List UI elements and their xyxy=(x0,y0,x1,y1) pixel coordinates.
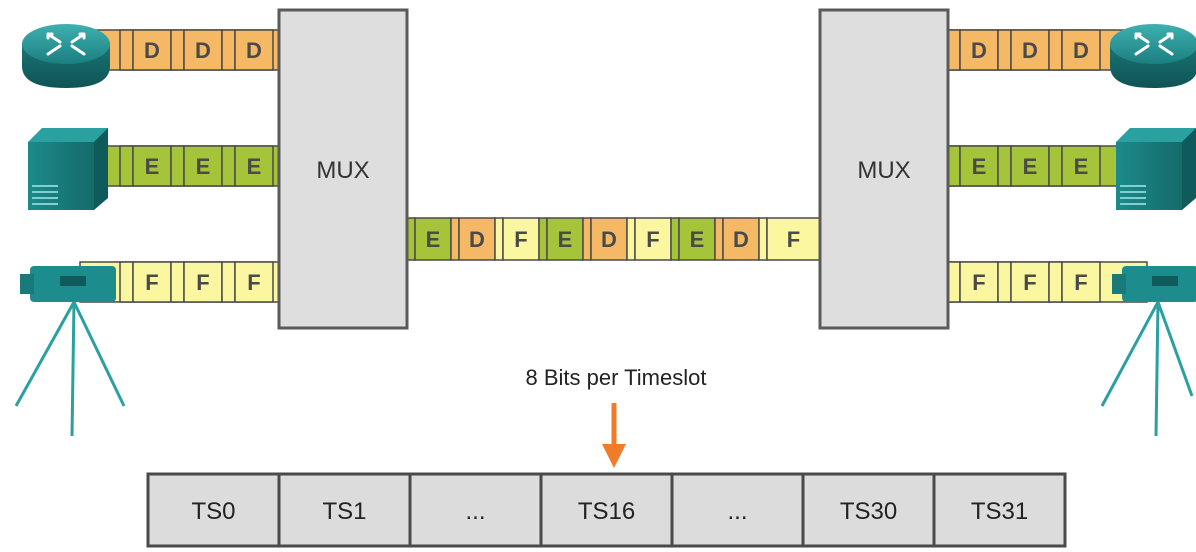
svg-text:F: F xyxy=(247,270,260,295)
svg-text:E: E xyxy=(1023,154,1038,179)
trunk-cell: F xyxy=(634,217,672,261)
timeslot-cell: TS30 xyxy=(801,472,936,548)
svg-text:D: D xyxy=(1022,38,1038,63)
svg-text:F: F xyxy=(196,270,209,295)
mux-left: MUX xyxy=(277,8,409,330)
svg-text:F: F xyxy=(1074,270,1087,295)
trunk-cell: E xyxy=(414,217,452,261)
svg-text:E: E xyxy=(247,154,262,179)
right-stream-cell: E xyxy=(1010,145,1050,187)
svg-text:D: D xyxy=(1073,38,1089,63)
svg-text:D: D xyxy=(195,38,211,63)
svg-text:D: D xyxy=(971,38,987,63)
svg-text:E: E xyxy=(196,154,211,179)
down-arrow-icon xyxy=(602,403,626,468)
mux-left-label: MUX xyxy=(316,157,369,184)
left-stream-rows: D D D E E E F F F xyxy=(79,29,281,303)
left-stream-cell: F xyxy=(183,261,223,303)
svg-text:D: D xyxy=(144,38,160,63)
timeslot-cell: TS16 xyxy=(539,472,674,548)
svg-text:F: F xyxy=(646,227,659,252)
right-stream-cell: D xyxy=(1061,29,1101,71)
camera-icon xyxy=(14,266,126,437)
svg-text:E: E xyxy=(690,227,705,252)
right-stream-cell: E xyxy=(1061,145,1101,187)
right-stream-cell: F xyxy=(1061,261,1101,303)
timeslot-cell: ... xyxy=(670,472,805,548)
svg-text:E: E xyxy=(426,227,441,252)
right-stream-cell: E xyxy=(959,145,999,187)
trunk-cell: F xyxy=(766,217,821,261)
timeslot-label: TS31 xyxy=(971,498,1028,525)
server-icon xyxy=(1116,128,1196,210)
timeslot-cell: TS1 xyxy=(277,472,412,548)
svg-text:E: E xyxy=(1074,154,1089,179)
svg-text:F: F xyxy=(972,270,985,295)
left-stream-cell: E xyxy=(132,145,172,187)
timeslot-label: TS16 xyxy=(578,498,635,525)
svg-text:E: E xyxy=(145,154,160,179)
svg-text:F: F xyxy=(1023,270,1036,295)
svg-text:D: D xyxy=(601,227,617,252)
timeslot-label: ... xyxy=(727,498,747,525)
left-stream-cell: D xyxy=(132,29,172,71)
left-stream-cell: E xyxy=(183,145,223,187)
left-stream-cell: D xyxy=(234,29,274,71)
svg-text:E: E xyxy=(972,154,987,179)
left-stream-cell: F xyxy=(234,261,274,303)
right-stream-cell: F xyxy=(959,261,999,303)
trunk-cell: E xyxy=(546,217,584,261)
svg-text:F: F xyxy=(787,227,800,252)
svg-text:F: F xyxy=(145,270,158,295)
router-icon xyxy=(1110,24,1196,88)
timeslot-cell: TS0 xyxy=(146,472,281,548)
server-icon xyxy=(28,128,108,210)
timeslot-label: TS1 xyxy=(322,498,366,525)
left-stream-cell: F xyxy=(132,261,172,303)
svg-text:D: D xyxy=(246,38,262,63)
trunk-cell: E xyxy=(678,217,716,261)
mux-right: MUX xyxy=(818,8,950,330)
right-stream-cell: D xyxy=(959,29,999,71)
svg-text:D: D xyxy=(733,227,749,252)
timeslot-label: TS0 xyxy=(191,498,235,525)
camera-icon xyxy=(1100,266,1196,437)
timeslot-label: TS30 xyxy=(840,498,897,525)
right-stream-cell: F xyxy=(1010,261,1050,303)
timeslot-frame: TS0 TS1... TS16... TS30 TS31 xyxy=(146,472,1067,548)
trunk-cell: D xyxy=(458,217,496,261)
left-stream-cell: E xyxy=(234,145,274,187)
trunk-cell: D xyxy=(590,217,628,261)
mux-right-label: MUX xyxy=(857,157,910,184)
right-stream-rows: D D D E E E F F F xyxy=(946,29,1148,303)
svg-text:D: D xyxy=(469,227,485,252)
timeslot-caption: 8 Bits per Timeslot xyxy=(526,365,707,390)
timeslot-label: ... xyxy=(465,498,485,525)
svg-text:F: F xyxy=(514,227,527,252)
left-stream-cell: D xyxy=(183,29,223,71)
right-stream-cell: D xyxy=(1010,29,1050,71)
timeslot-cell: TS31 xyxy=(932,472,1067,548)
trunk-cell: D xyxy=(722,217,760,261)
router-icon xyxy=(22,24,110,88)
svg-text:E: E xyxy=(558,227,573,252)
timeslot-cell: ... xyxy=(408,472,543,548)
trunk-cell: F xyxy=(502,217,540,261)
